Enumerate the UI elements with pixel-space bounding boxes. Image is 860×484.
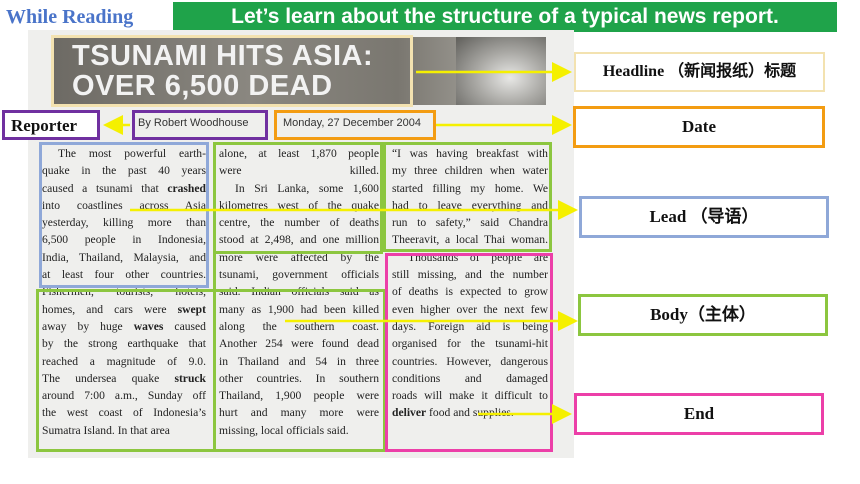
col1-line: quake in the past 40 years bbox=[42, 164, 206, 178]
col1-line: by the strong earthquake that bbox=[42, 337, 206, 351]
col1-line: away by huge waves caused bbox=[42, 319, 206, 333]
body-box-quote bbox=[383, 142, 552, 252]
col2-line: Thailand, 1,900 people were bbox=[219, 389, 380, 403]
article-column-1: The most powerful earth-quake in the pas… bbox=[42, 145, 206, 439]
col1-line: homes, and cars were swept bbox=[42, 302, 206, 316]
article-column-2: alone, at least 1,870 people were killed.… bbox=[219, 145, 379, 439]
col1-line: reached a magnitude of 9.0. bbox=[42, 354, 206, 368]
col2-line: Another 254 were found dead bbox=[219, 337, 379, 351]
body-divider bbox=[213, 142, 216, 452]
col3-line: still missing, and the number bbox=[392, 268, 548, 282]
col1-line: around 7:00 a.m., Sunday off bbox=[42, 389, 206, 403]
banner-title: Let’s learn about the structure of a typ… bbox=[173, 2, 837, 32]
label-end: End bbox=[574, 393, 824, 435]
col2-line: were killed. bbox=[219, 164, 379, 178]
headline-box bbox=[51, 35, 413, 107]
col3-line: roads will make it difficult to bbox=[392, 389, 548, 403]
col3-line: started filling my home. We bbox=[392, 181, 548, 195]
label-reporter: Reporter bbox=[2, 110, 100, 140]
col3-line: organised for the tsunami-hit bbox=[392, 337, 548, 351]
col2-line: centre, the number of deaths bbox=[219, 216, 379, 230]
date-text: Monday, 27 December 2004 bbox=[283, 117, 421, 129]
label-date: Date bbox=[573, 106, 825, 148]
lead-box bbox=[39, 142, 209, 288]
col1-line: caused a tsunami that crashed bbox=[42, 181, 206, 195]
col3-line: “I was having breakfast with bbox=[392, 147, 548, 160]
col3-line: days. Foreign aid is being bbox=[392, 319, 548, 333]
col3-line: had to leave everything and bbox=[392, 198, 548, 212]
col1-line: into coastlines across Asia bbox=[42, 198, 206, 212]
col2-line: other countries. In southern bbox=[219, 371, 379, 385]
col3-line: of deaths is expected to grow bbox=[392, 285, 549, 299]
article-column-3: “I was having breakfast with my three chi… bbox=[392, 145, 548, 422]
col2-line: tsunami, government officials bbox=[219, 268, 379, 282]
col2-line: many as 1,900 had been killed bbox=[219, 302, 380, 316]
col1-line: 6,500 people in Indonesia, bbox=[42, 233, 206, 247]
col2-line: in Thailand and 54 in three bbox=[219, 354, 379, 368]
col1-line: India, Thailand, Malaysia, and bbox=[42, 250, 206, 264]
col3-line: run to safety,” said Chandra bbox=[392, 216, 549, 230]
col2-line: stood at 2,498, and one million bbox=[219, 233, 380, 247]
col1-line: The undersea quake struck bbox=[42, 371, 206, 385]
col2-line: missing, local officials said. bbox=[219, 423, 349, 437]
col3-line: my three children when water bbox=[392, 164, 548, 178]
col1-line: the west coast of Indonesia’s bbox=[42, 406, 206, 420]
label-body: Body（主体） bbox=[578, 294, 828, 336]
col1-line: at least four other countries. bbox=[42, 268, 206, 282]
date-box bbox=[274, 110, 436, 140]
col2-line: hurt and many more were bbox=[219, 406, 379, 420]
col2-line: kilometres west of the quake bbox=[219, 198, 379, 212]
headline-line-2: OVER 6,500 DEAD bbox=[72, 70, 333, 102]
byline-box bbox=[132, 110, 268, 140]
col1-line: yesterday, killing more than bbox=[42, 216, 207, 230]
col2-line: along the southern coast. bbox=[219, 319, 379, 333]
col2-line: more were affected by the bbox=[219, 250, 379, 264]
headline-line-1: TSUNAMI HITS ASIA: bbox=[72, 40, 374, 72]
body-box-bottom bbox=[36, 289, 386, 452]
col1-line: The most powerful earth- bbox=[58, 147, 206, 160]
col3-line: even higher over the next few bbox=[392, 302, 548, 316]
section-title: While Reading bbox=[6, 6, 134, 28]
col3-line: Theeravit, a local Thai woman. bbox=[392, 233, 548, 247]
col1-line: Sumatra Island. In that area bbox=[42, 423, 170, 437]
byline: By Robert Woodhouse bbox=[138, 117, 249, 129]
end-box bbox=[385, 253, 553, 452]
col2-line: alone, at least 1,870 people bbox=[219, 147, 380, 160]
col3-line: countries. However, dangerous bbox=[392, 354, 548, 368]
col3-line: conditions and damaged bbox=[392, 371, 548, 385]
label-headline: Headline （新闻报纸）标题 bbox=[574, 52, 825, 92]
label-lead: Lead （导语） bbox=[579, 196, 829, 238]
col2-line: In Sri Lanka, some 1,600 bbox=[235, 181, 379, 195]
